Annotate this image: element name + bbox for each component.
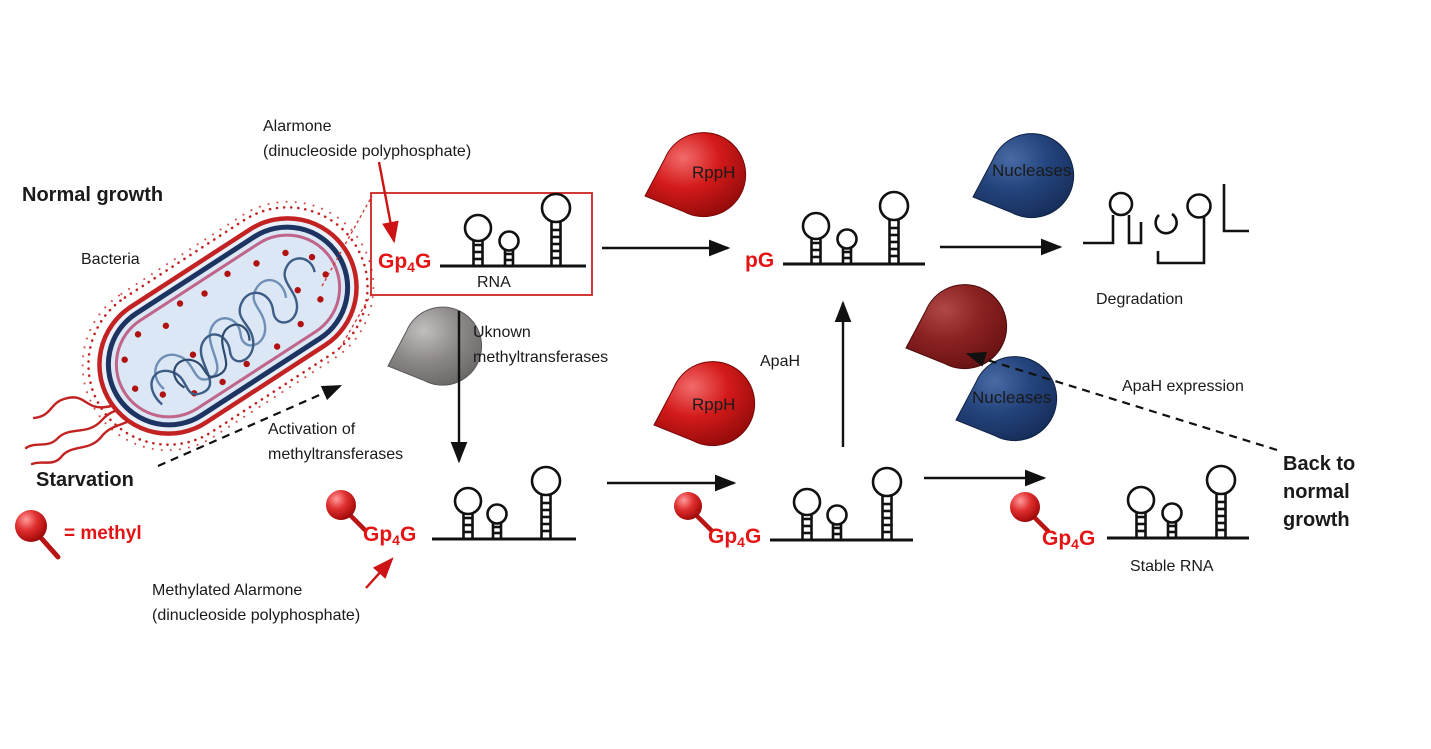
methylated-alarmone-label: Methylated Alarmone (dinucleoside polyph… xyxy=(152,582,361,624)
stable-rna-label: Stable RNA xyxy=(1130,558,1214,575)
methyltransferase-enzyme-icon xyxy=(387,306,483,386)
bacterium-illustration xyxy=(24,195,375,466)
callout-dashes xyxy=(321,195,373,349)
alarmone-rna-box xyxy=(370,192,593,296)
gp4g-label-2: Gp4G xyxy=(708,525,762,550)
methyl-ball-icon-3 xyxy=(1010,492,1051,534)
alarmone-label: Alarmone (dinucleoside polyphosphate) xyxy=(263,118,472,160)
arrow-starvation-activation xyxy=(157,384,343,468)
alarmone-dots xyxy=(121,249,329,398)
gp4g-label-3: Gp4G xyxy=(1042,527,1096,552)
gp4g-label-box: Gp4G xyxy=(378,250,432,275)
methyl-legend-icon xyxy=(15,510,61,560)
rna-structure-pg xyxy=(783,190,925,266)
pili-fringe-inner xyxy=(87,206,369,446)
starvation-heading: Starvation xyxy=(36,469,134,491)
rna-structure-stable xyxy=(1107,464,1249,540)
activation-label: Activation of methyltransferases xyxy=(268,421,404,463)
dna-nucleoid xyxy=(150,257,316,406)
apah-expression-label: ApaH expression xyxy=(1122,378,1244,395)
nucleases-label-1: Nucleases xyxy=(992,161,1072,180)
gp4g-label-1: Gp4G xyxy=(363,523,417,548)
rpph-label-1: RppH xyxy=(692,163,736,182)
bacteria-label: Bacteria xyxy=(81,251,140,268)
inner-membrane xyxy=(105,224,351,428)
methyl-legend-label: = methyl xyxy=(64,523,142,544)
apah-label: ApaH xyxy=(760,353,801,370)
methyl-ball-icon-2 xyxy=(674,492,714,533)
degraded-rna-fragments xyxy=(1083,184,1249,265)
methyl-ball-icon-1 xyxy=(326,490,368,533)
normal-growth-heading: Normal growth xyxy=(22,184,164,206)
pili-fringe xyxy=(81,200,375,452)
rna-structure-methylated-2 xyxy=(770,466,913,542)
arrow-apah-expression xyxy=(965,351,1278,452)
degradation-label: Degradation xyxy=(1096,291,1184,308)
rna-structure-methylated-1 xyxy=(432,465,576,541)
apah-enzyme-icon xyxy=(905,284,1008,370)
nucleases-label-2: Nucleases xyxy=(972,388,1052,407)
periplasm-ring xyxy=(114,233,342,419)
rna-structure-capped xyxy=(440,192,586,268)
rna-label: RNA xyxy=(477,274,511,291)
arrow-alarmone-pointer xyxy=(377,161,399,244)
unknown-methyltransferases-label: Uknown methyltransferases xyxy=(473,324,609,366)
back-to-normal-heading: Back to normal growth xyxy=(1283,453,1356,531)
pg-label: pG xyxy=(745,249,775,272)
rpph-label-2: RppH xyxy=(692,395,736,414)
arrow-methylated-pointer xyxy=(365,557,394,589)
